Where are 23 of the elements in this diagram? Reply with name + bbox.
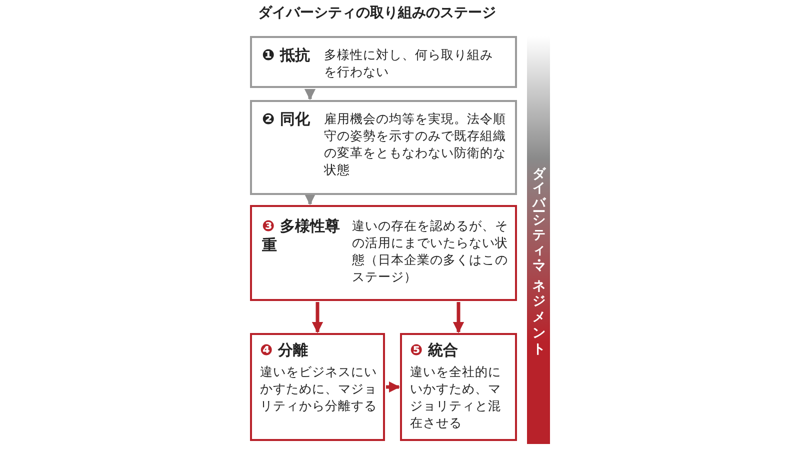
stage-description: 雇用機会の均等を実現。法令順守の姿勢を示すのみで既存組織の変革をともなわない防衛的な状態 bbox=[324, 110, 507, 178]
stage-box bbox=[250, 100, 517, 195]
management-band bbox=[527, 36, 550, 444]
stage-description: 多様性に対し、何ら取り組みを行わない bbox=[324, 46, 494, 80]
stage-description: 違いの存在を認めるが、その活用にまでいたらない状態（日本企業の多くはこのステージ） bbox=[352, 217, 509, 285]
stage-heading: ❹ 分離 bbox=[260, 341, 309, 360]
stage-heading: ❺ 統合 bbox=[410, 341, 459, 360]
stage-heading: ❶ 抵抗 bbox=[262, 46, 311, 65]
arrow bbox=[386, 381, 400, 393]
stage-description: 違いをビジネスにいかすために、マジョリティから分離する bbox=[260, 363, 378, 414]
stage-box bbox=[250, 36, 517, 88]
stage-heading: ❷ 同化 bbox=[262, 110, 311, 129]
arrow bbox=[304, 194, 316, 206]
title: ダイバーシティの取り組みのステージ bbox=[258, 4, 496, 22]
band-label: ダイバーシティ・マネジメント bbox=[530, 156, 547, 350]
arrow bbox=[452, 302, 464, 334]
arrow bbox=[304, 88, 316, 100]
arrow bbox=[312, 302, 324, 334]
stage-description: 違いを全社的にいかすため、マジョリティと混在させる bbox=[410, 363, 502, 431]
stage-box bbox=[250, 333, 385, 441]
stage-heading: ❸ 多様性尊重 bbox=[262, 217, 341, 255]
stage-box bbox=[400, 333, 517, 441]
stage-box bbox=[250, 205, 517, 301]
